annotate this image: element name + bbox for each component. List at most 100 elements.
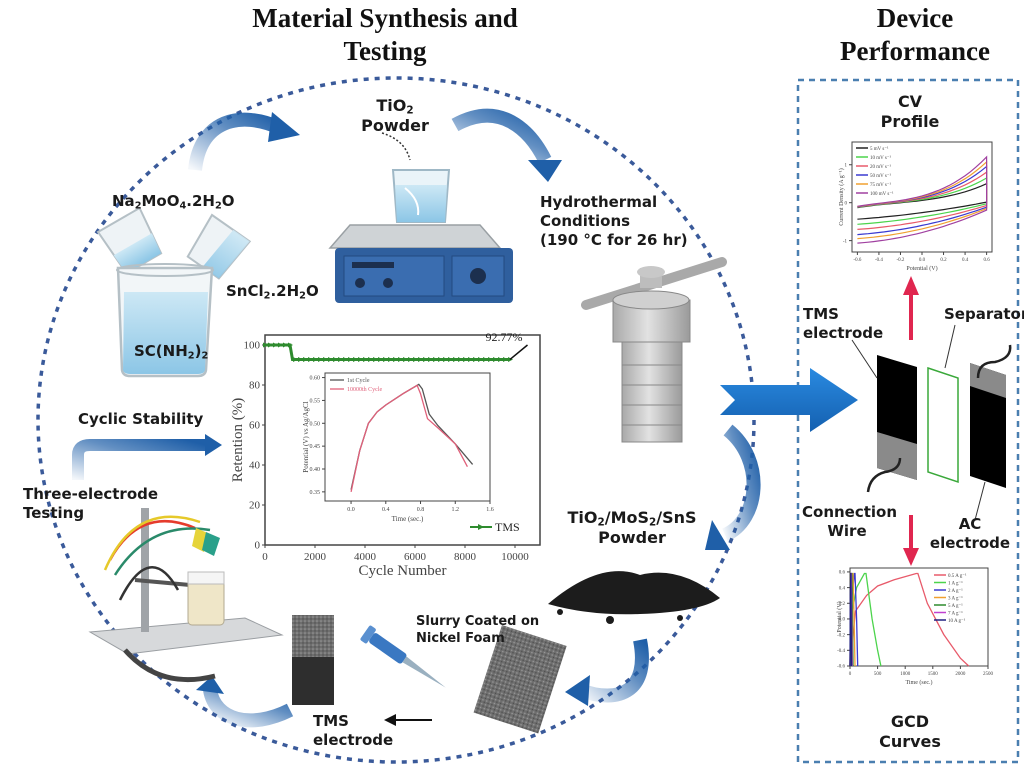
y-tick-label: 0.60	[310, 376, 321, 382]
y-tick-label: -0.6	[837, 665, 845, 670]
retention-marker	[303, 356, 308, 362]
y-axis-label: Potential (V)	[836, 601, 843, 632]
retention-marker	[358, 356, 363, 362]
legend-marker	[478, 524, 484, 530]
x-tick-label: 1.6	[486, 507, 494, 513]
gcd-legend-label: 1 A g⁻¹	[948, 581, 963, 587]
retention-marker	[388, 356, 393, 362]
curved-arrow-icon	[196, 676, 294, 728]
inset-legend-label: 10000th Cycle	[347, 387, 382, 393]
beaker-icon	[186, 213, 252, 280]
retention-marker	[333, 356, 338, 362]
x-axis-label: Cycle Number	[359, 563, 447, 579]
tms-electrode-icon	[292, 615, 334, 705]
inset-series-line	[350, 384, 468, 493]
x-tick-label: -0.4	[875, 258, 883, 263]
retention-marker	[438, 356, 443, 362]
retention-marker	[433, 356, 438, 362]
retention-marker	[393, 356, 398, 362]
y-tick-label: 0.6	[839, 571, 846, 576]
synthesis-title-line1: Material Synthesis and	[252, 3, 518, 33]
y-tick-label: 80	[249, 380, 261, 392]
y-axis-label: Potential (V) vs Ag/AgCl	[302, 401, 310, 472]
powder-pile-icon	[548, 571, 720, 624]
y-tick-label: 0.55	[310, 398, 321, 404]
x-tick-label: 1000	[900, 672, 911, 677]
x-axis-label: Time (sec.)	[392, 515, 424, 523]
retention-marker	[473, 356, 478, 362]
retention-marker	[263, 342, 268, 348]
retention-marker	[378, 356, 383, 362]
beaker-icon	[116, 263, 214, 378]
retention-marker	[483, 356, 488, 362]
retention-marker	[288, 342, 293, 348]
cv-legend-label: 75 mV s⁻¹	[870, 182, 891, 188]
hydrothermal-conditions-label: Hydrothermal Conditions (190 °C for 26 h…	[540, 193, 688, 249]
retention-marker	[408, 356, 413, 362]
retention-annotation: 92.77%	[486, 330, 523, 344]
retention-marker	[353, 356, 358, 362]
retention-marker	[323, 356, 328, 362]
x-tick-label: 8000	[454, 551, 477, 563]
x-axis-label: Time (sec.)	[905, 679, 932, 686]
x-tick-label: 0	[849, 672, 852, 677]
x-tick-label: 2500	[983, 672, 994, 677]
curved-arrow-icon	[188, 112, 300, 172]
x-tick-label: 0.6	[983, 258, 990, 263]
synthesis-title-line2: Testing	[343, 36, 427, 66]
retention-marker	[498, 356, 503, 362]
gcd-legend-label: 10 A g⁻¹	[948, 618, 966, 624]
product-powder-label: TiO2/MoS2/SnS Powder	[567, 508, 697, 547]
retention-marker	[278, 342, 283, 348]
gcd-curve	[849, 572, 853, 667]
tms-electrode-label: TMS electrode	[313, 712, 394, 749]
cv-curve	[857, 155, 988, 244]
inset-legend-label: 1st Cycle	[347, 378, 370, 384]
device-section-title: Device Performance	[810, 2, 1020, 68]
connection-wire-label: Connection Wire	[802, 503, 898, 540]
retention-marker	[373, 356, 378, 362]
retention-marker	[468, 356, 473, 362]
process-cycle-boundary	[36, 76, 756, 764]
y-tick-label: 0	[255, 540, 261, 552]
retention-marker	[273, 342, 278, 348]
retention-marker	[418, 356, 423, 362]
cv-legend-label: 10 mV s⁻¹	[870, 155, 891, 161]
y-tick-label: 60	[249, 420, 261, 432]
cv-profile-label: CV Profile	[880, 92, 940, 131]
x-tick-label: 0.4	[382, 507, 390, 513]
gcd-curve	[849, 572, 970, 667]
x-tick-label: 0.2	[940, 258, 947, 263]
y-tick-label: 0	[845, 201, 848, 206]
retention-marker	[503, 356, 508, 362]
x-axis-label: Potential (V)	[906, 265, 937, 272]
retention-marker	[443, 356, 448, 362]
left-arrow-icon	[384, 714, 432, 726]
retention-marker	[463, 356, 468, 362]
retention-marker	[298, 356, 303, 362]
x-tick-label: 2000	[955, 672, 966, 677]
retention-marker	[343, 356, 348, 362]
retention-marker	[493, 356, 498, 362]
retention-marker	[318, 356, 323, 362]
cv-legend-label: 5 mV s⁻¹	[870, 146, 889, 152]
y-axis-label: Retention (%)	[230, 398, 246, 483]
y-tick-label: 40	[249, 460, 261, 472]
x-tick-label: 4000	[354, 551, 377, 563]
retention-marker	[478, 356, 483, 362]
retention-marker	[283, 342, 288, 348]
device-tms-electrode-label: TMS electrode	[803, 305, 884, 342]
retention-marker	[363, 356, 368, 362]
retention-marker	[293, 356, 298, 362]
y-tick-label: 0.45	[310, 444, 321, 450]
cv-legend-label: 50 mV s⁻¹	[870, 173, 891, 179]
hot-plate-stirrer-icon	[328, 132, 513, 303]
gcd-legend-label: 7 A g⁻¹	[948, 611, 963, 617]
legend-label: TMS	[495, 520, 520, 534]
y-tick-label: 100	[244, 340, 261, 352]
cv-legend-label: 20 mV s⁻¹	[870, 164, 891, 170]
y-tick-label: 1	[845, 163, 848, 168]
